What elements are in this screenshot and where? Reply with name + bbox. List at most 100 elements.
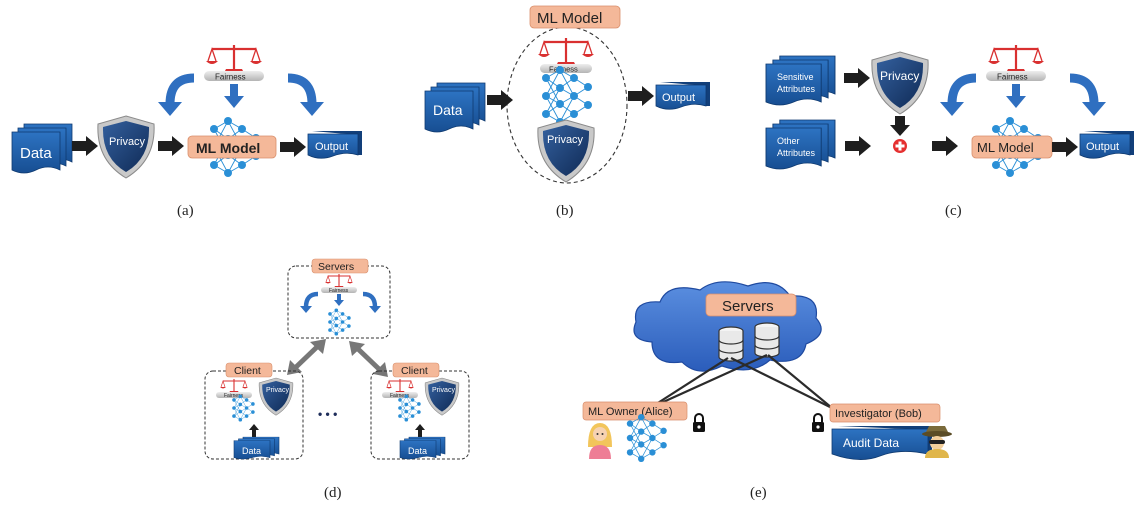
down-arrow-icon xyxy=(334,294,344,306)
privacy-label: Privacy xyxy=(880,69,919,83)
up-arrow-icon xyxy=(249,424,259,437)
model-title-box xyxy=(529,5,621,29)
client-label-left: Client xyxy=(234,365,261,377)
panel-b: ML Model Data Fairness Privacy Output (b… xyxy=(424,5,711,219)
output-label: Output xyxy=(1086,141,1119,153)
caption-d: (d) xyxy=(324,485,342,501)
curved-arrow-icon xyxy=(288,78,324,116)
scale-icon xyxy=(536,36,596,68)
model-label-box xyxy=(187,135,277,159)
caption-b: (b) xyxy=(556,203,574,219)
audit-label: Audit Data xyxy=(843,436,899,450)
down-arrow-icon xyxy=(1006,84,1026,108)
down-arrow-icon xyxy=(890,116,910,136)
panel-a: Data Privacy Fairness ML Model Output (a… xyxy=(11,43,363,219)
panel-c: Sensitive Attributes Privacy Other Attri… xyxy=(765,43,1135,219)
privacy-label: Privacy xyxy=(109,136,146,148)
panel-d: Servers Fairness Client Fairness Privacy xyxy=(204,258,470,501)
servers-label: Servers xyxy=(318,261,354,273)
database-icon xyxy=(754,322,780,358)
client-label-right: Client xyxy=(401,365,428,377)
caption-a: (a) xyxy=(177,203,194,219)
output-label: Output xyxy=(662,92,695,104)
neural-network-icon xyxy=(541,65,593,127)
output-label: Output xyxy=(315,141,348,153)
arrow-icon xyxy=(845,136,871,156)
client-label-box-right xyxy=(392,362,440,378)
lock-icon xyxy=(811,413,825,433)
data-label-right: Data xyxy=(408,446,427,456)
ellipsis: • • • xyxy=(318,407,337,421)
client-label-box-left xyxy=(225,362,273,378)
lock-icon xyxy=(692,413,706,433)
other-label-line2: Attributes xyxy=(777,148,816,158)
owner-label: ML Owner (Alice) xyxy=(588,406,673,418)
shield-icon xyxy=(258,377,294,416)
data-label: Data xyxy=(433,102,463,118)
curved-arrow-icon xyxy=(158,78,194,116)
neural-network-icon xyxy=(327,308,351,336)
arrow-icon xyxy=(628,86,654,106)
database-icon xyxy=(718,326,744,362)
fairness-bar xyxy=(986,71,1046,81)
investigator-label: Investigator (Bob) xyxy=(835,408,922,420)
scale-icon xyxy=(986,43,1046,75)
shield-icon xyxy=(424,377,460,416)
spy-icon xyxy=(922,426,952,458)
arrow-icon xyxy=(280,137,306,157)
servers-label-box xyxy=(311,258,369,274)
caption-c: (c) xyxy=(945,203,962,219)
investigator-label-box xyxy=(829,403,941,423)
client-fairness-left: Fairness xyxy=(224,393,244,399)
fairness-bar xyxy=(216,392,252,398)
fairness-label: Fairness xyxy=(215,73,246,82)
scale-icon xyxy=(385,378,415,394)
neural-network-icon xyxy=(626,413,668,463)
panel-e: Servers ML Owner (Alice) Investigator (B… xyxy=(582,281,952,501)
shield-icon xyxy=(871,51,929,115)
server-fairness-label: Fairness xyxy=(329,288,349,294)
down-arrow-icon xyxy=(224,84,244,108)
fairness-bar xyxy=(204,71,264,81)
curved-arrow-icon xyxy=(363,294,381,313)
curved-arrow-icon xyxy=(940,78,976,116)
sensitive-label-line2: Attributes xyxy=(777,84,816,94)
servers-label: Servers xyxy=(722,298,774,315)
scale-icon xyxy=(219,378,249,394)
connection-lines xyxy=(649,353,833,410)
arrow-icon xyxy=(844,68,870,88)
arrow-icon xyxy=(158,136,184,156)
fairness-bar xyxy=(382,392,418,398)
client-privacy-left: Privacy xyxy=(266,387,289,394)
data-label-left: Data xyxy=(242,446,261,456)
client-privacy-right: Privacy xyxy=(432,387,455,394)
fairness-label: Fairness xyxy=(997,73,1028,82)
model-label: ML Model xyxy=(196,140,260,156)
shield-icon xyxy=(537,119,595,183)
audit-data-doc xyxy=(831,426,932,460)
sync-arrow-left xyxy=(287,339,326,375)
person-icon xyxy=(588,423,612,459)
arrow-icon xyxy=(72,136,98,156)
curved-arrow-icon xyxy=(300,294,318,313)
model-label: ML Model xyxy=(977,140,1034,155)
owner-label-box xyxy=(582,401,688,421)
caption-e: (e) xyxy=(750,485,767,501)
privacy-label: Privacy xyxy=(547,134,584,146)
other-label-line1: Other xyxy=(777,136,800,146)
fairness-bar xyxy=(321,287,357,293)
curved-arrow-icon xyxy=(1070,78,1106,116)
fairness-bar xyxy=(540,64,592,73)
client-fairness-right: Fairness xyxy=(390,393,410,399)
sensitive-label-line1: Sensitive xyxy=(777,72,814,82)
plus-icon xyxy=(893,139,907,153)
scale-icon xyxy=(204,43,264,75)
arrow-icon xyxy=(487,90,513,110)
scale-icon xyxy=(324,273,354,289)
arrow-icon xyxy=(932,136,958,156)
data-label: Data xyxy=(20,145,52,162)
model-title: ML Model xyxy=(537,10,602,27)
servers-label-box xyxy=(705,293,797,317)
arrow-icon xyxy=(1052,137,1078,157)
